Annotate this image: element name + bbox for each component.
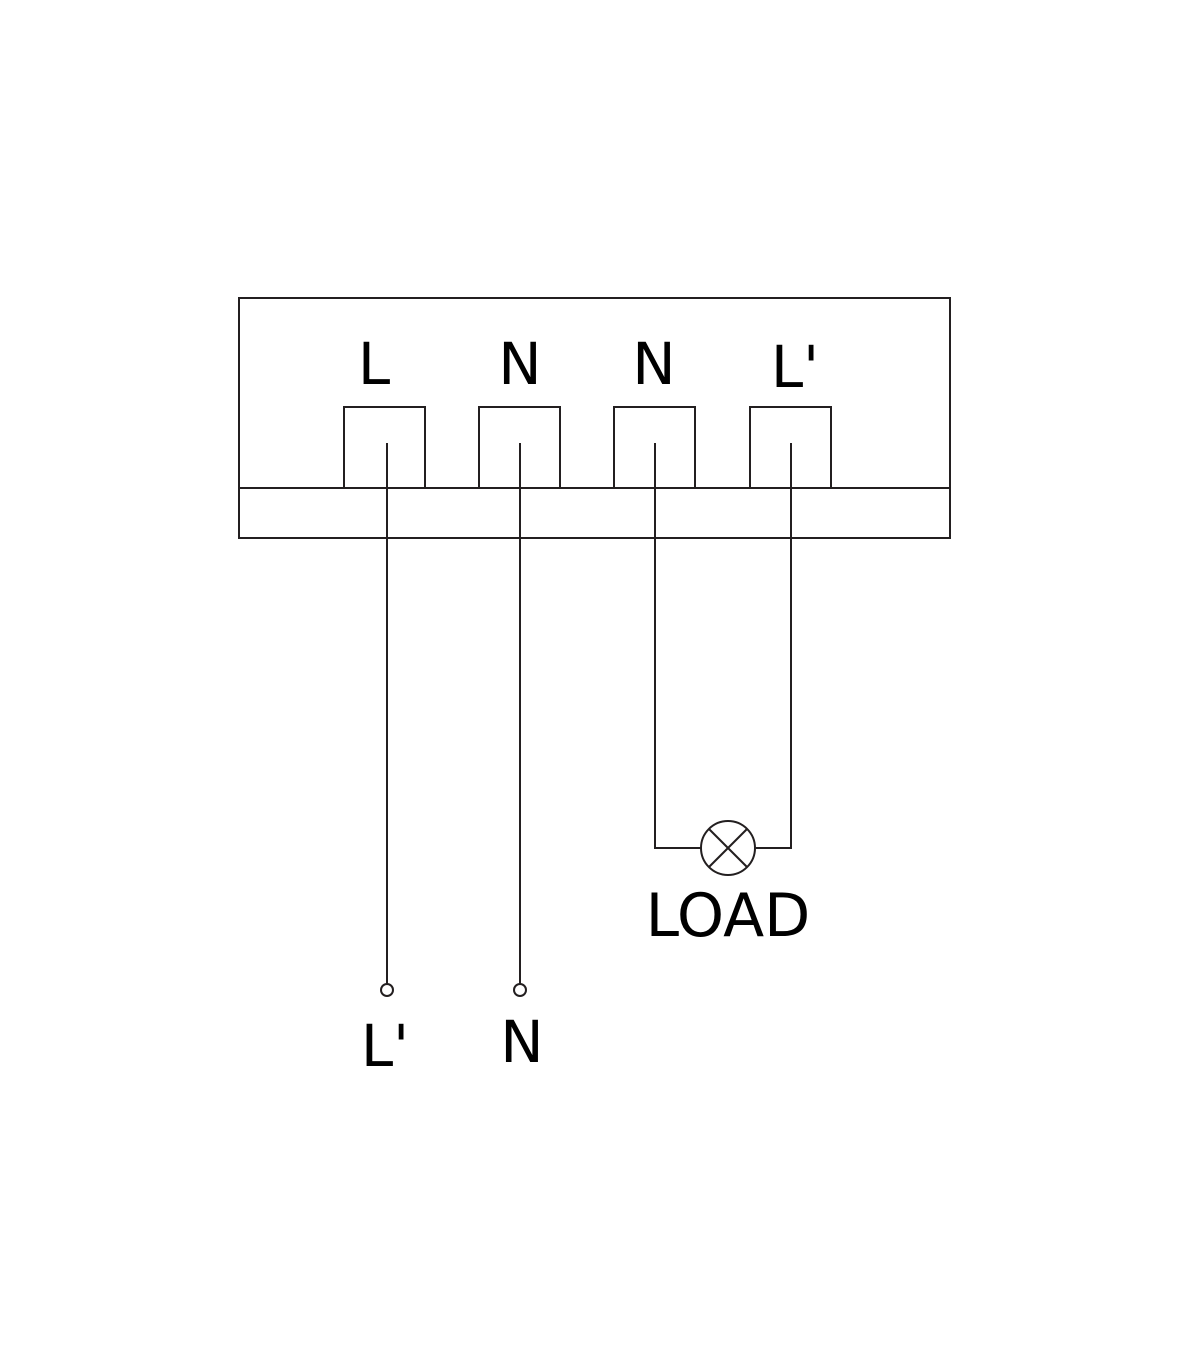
- load-neutral-wire: [654, 443, 701, 849]
- supply-neutral-label: N: [500, 1008, 543, 1076]
- supply-neutral-terminal: [513, 983, 527, 997]
- load-label: LOAD: [646, 881, 811, 951]
- terminal-label-l-prime: L': [771, 333, 819, 401]
- load-line-wire: [756, 443, 792, 849]
- terminal-box-l: [343, 406, 426, 489]
- supply-line-label: L': [361, 1012, 409, 1080]
- terminal-label-n-1: N: [498, 330, 541, 398]
- terminal-label-l: L: [358, 330, 390, 398]
- terminal-block-housing: [238, 297, 951, 539]
- supply-line-terminal: [380, 983, 394, 997]
- lamp-icon: [700, 820, 756, 876]
- terminal-label-n-2: N: [632, 330, 675, 398]
- terminal-block: [238, 297, 951, 539]
